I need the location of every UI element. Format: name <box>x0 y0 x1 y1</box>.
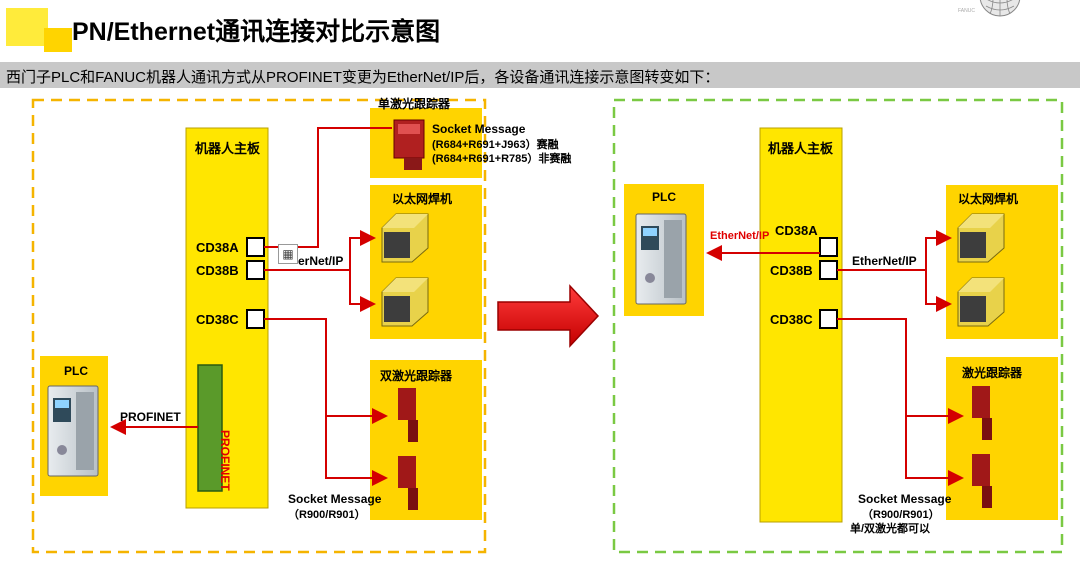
right-dashed-frame <box>612 98 1064 554</box>
arrow-right-icon <box>497 284 600 348</box>
left-plc-label: PLC <box>64 364 88 378</box>
left-dashed-frame <box>31 98 487 554</box>
left-port-cd38b <box>246 260 265 280</box>
left-socket2-title: Socket Message <box>288 492 382 506</box>
left-dual-tracker-box <box>370 360 482 520</box>
right-welder-label: 以太网焊机 <box>958 192 1019 206</box>
right-robot-board-label: 机器人主板 <box>768 141 834 156</box>
left-profinet-link-label: PROFINET <box>120 410 181 424</box>
left-ethernet-ip-label: erNet/IP <box>298 254 344 268</box>
right-line-cd38c-tracker2 <box>905 416 964 486</box>
left-socket-line2: (R684+R691+R785）非赛融 <box>432 153 572 165</box>
laser-tracker-icon <box>972 386 992 508</box>
right-ethernet-link-label: EtherNet/IP <box>710 230 770 242</box>
right-port-cd38a <box>819 237 838 257</box>
laser-tracker-icon <box>398 388 418 510</box>
left-port-label-cd38c: CD38C <box>196 312 239 327</box>
laser-tracker-icon <box>393 119 425 170</box>
right-tracker-box <box>946 357 1058 520</box>
subtitle-text: 西门子PLC和FANUC机器人通讯方式从PROFINET变更为EtherNet/… <box>6 69 720 86</box>
right-port-cd38b <box>819 260 838 280</box>
right-line-cd38c-tracker1 <box>837 318 964 424</box>
left-single-tracker-box <box>370 108 482 178</box>
table-icon[interactable]: ▦ <box>278 244 298 264</box>
right-socket-title: Socket Message <box>858 492 952 506</box>
left-dual-tracker-label: 双激光跟踪器 <box>380 369 453 383</box>
right-port-label-cd38a: CD38A <box>775 223 818 238</box>
plc-device-icon <box>47 385 99 477</box>
left-single-tracker-label: 单激光跟踪器 <box>378 97 451 111</box>
plc-device-icon <box>635 213 687 305</box>
right-port-label-cd38b: CD38B <box>770 263 813 278</box>
right-plc-label: PLC <box>652 190 676 204</box>
welder-machine-icon <box>957 213 1005 327</box>
left-port-label-cd38a: CD38A <box>196 240 239 255</box>
logo-globe-icon: FANUC <box>958 0 1021 17</box>
welder-machine-icon <box>381 213 429 327</box>
left-profinet-module <box>197 364 223 492</box>
right-port-label-cd38c: CD38C <box>770 312 813 327</box>
left-line-cd38c-tracker1 <box>264 318 388 424</box>
right-port-cd38c <box>819 309 838 329</box>
left-socket-line1: (R684+R691+J963）赛融 <box>432 139 559 151</box>
left-robot-board-label: 机器人主板 <box>195 141 261 156</box>
right-ethernet-ip-label: EtherNet/IP <box>852 254 917 268</box>
right-socket-line: （R900/R901） <box>862 509 940 521</box>
title-decoration-accent <box>44 28 72 52</box>
left-port-label-cd38b: CD38B <box>196 263 239 278</box>
left-socket-title: Socket Message <box>432 122 526 136</box>
right-line-cd38b-welder1 <box>837 230 952 271</box>
title-decoration <box>6 8 48 46</box>
subtitle-bar <box>0 62 1080 88</box>
left-port-cd38a <box>246 237 265 257</box>
left-line-cd38c-tracker2 <box>325 416 388 486</box>
right-tracker-label: 激光跟踪器 <box>962 366 1023 380</box>
svg-text:FANUC: FANUC <box>958 8 975 14</box>
left-line-cd38b-welder1 <box>264 230 376 271</box>
left-line-cd38b-welder2 <box>349 270 376 312</box>
right-line-cd38b-welder2 <box>925 270 952 312</box>
right-socket-note: 单/双激光都可以 <box>850 523 931 535</box>
left-port-cd38c <box>246 309 265 329</box>
left-profinet-vertical-label: PROFINET <box>218 430 232 491</box>
left-welder-label: 以太网焊机 <box>392 192 453 206</box>
left-socket2-line: （R900/R901） <box>288 509 366 521</box>
page-title: PN/Ethernet通讯连接对比示意图 <box>72 18 441 46</box>
